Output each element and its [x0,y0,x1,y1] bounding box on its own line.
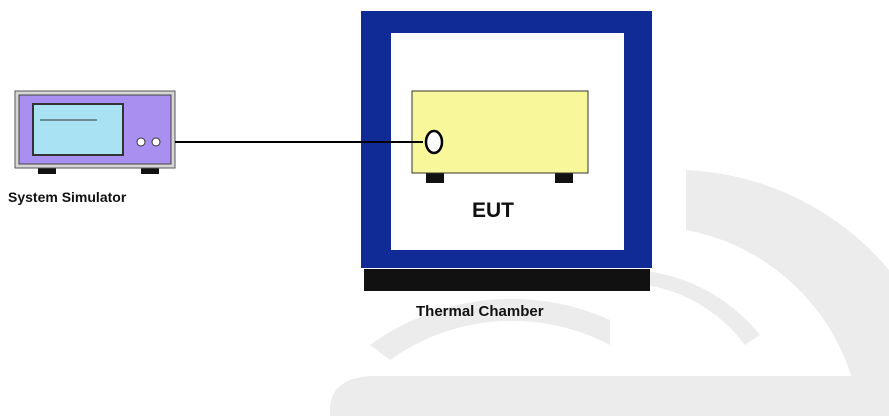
system-simulator [14,90,176,174]
simulator-screen [32,103,124,156]
simulator-foot-left [38,167,56,174]
simulator-knob-right [151,137,161,147]
eut-foot-right [555,172,573,183]
watermark-arc-small [370,298,610,360]
thermal-chamber-label: Thermal Chamber [416,303,544,320]
eut-foot-left [426,172,444,183]
watermark-logo [330,170,889,416]
watermark-arc-large [686,170,889,416]
connector-icon [424,129,444,155]
eut-device [411,90,589,183]
system-simulator-label: System Simulator [8,189,127,205]
eut-label: EUT [472,199,514,222]
simulator-foot-right [141,167,159,174]
chamber-base [364,269,650,291]
eut-body [411,90,589,174]
watermark-band [330,376,889,416]
simulator-knob-left [136,137,146,147]
